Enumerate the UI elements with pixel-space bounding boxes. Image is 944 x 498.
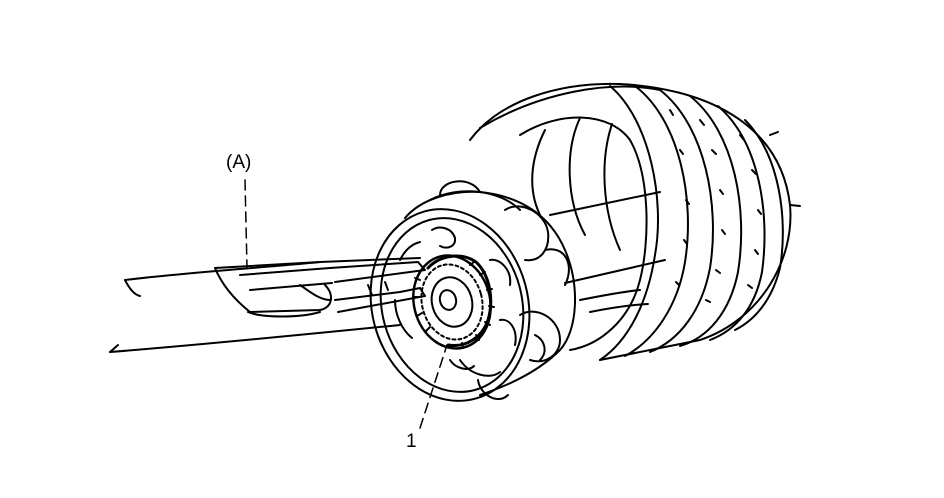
callout-label-snap-ring: 1 (406, 431, 417, 452)
snap-ring (428, 256, 491, 345)
cv-joint-housing (350, 181, 575, 419)
leader-line-part (420, 345, 447, 428)
callout-label-tool: (A) (226, 152, 252, 173)
snap-ring-pliers (110, 258, 425, 352)
boot-bellows (470, 84, 800, 360)
inner-race-hub (403, 247, 501, 357)
leader-lines (245, 180, 447, 428)
leader-line-tool (245, 180, 247, 268)
